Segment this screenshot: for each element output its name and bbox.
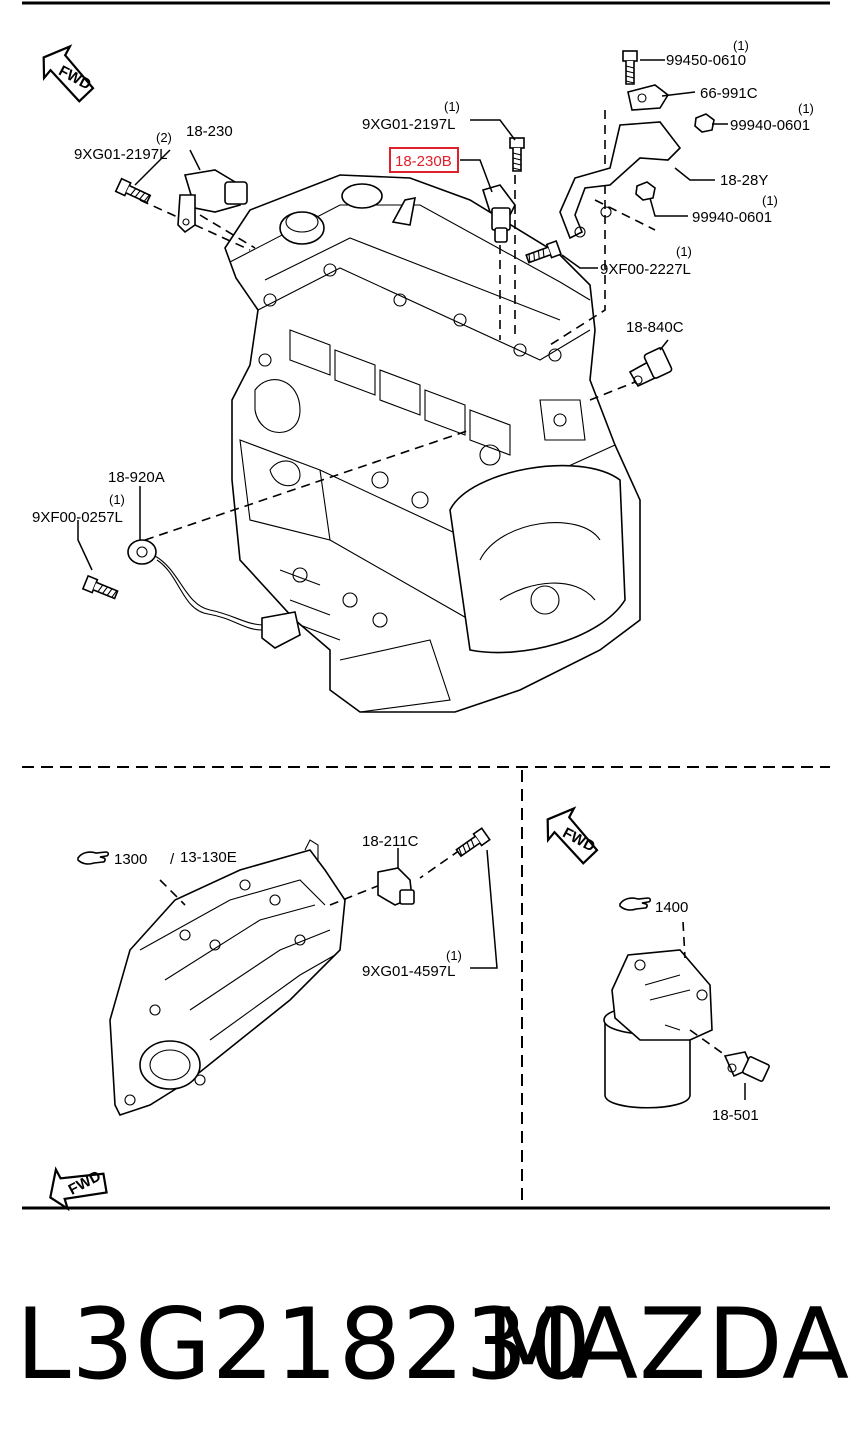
camshaft-sensor-18-230B <box>481 184 516 243</box>
callout-9XF00-2227L: 9XF00-2227L <box>600 261 691 278</box>
fwd-indicator-bottom-right: FWD <box>536 798 611 868</box>
highlight-box-18-230B <box>389 147 459 173</box>
ref-1400: 1400 <box>655 899 688 916</box>
leader-dashes-bottom-left <box>159 849 461 906</box>
nut-99940-0601-a <box>694 113 715 133</box>
bolt-9XG01-4597L <box>453 827 491 860</box>
nut-99940-0601-b <box>635 181 656 201</box>
intake-manifold <box>109 839 346 1116</box>
clamp-66-991C <box>627 84 670 111</box>
ref-slash: / <box>170 851 175 868</box>
leader-lines-bottom-left <box>397 848 498 969</box>
part-number: L3G218230 <box>16 1288 592 1402</box>
knock-sensor-18-920A <box>127 539 301 649</box>
leader-lines-top <box>77 59 728 571</box>
qty-9XG01-2197L-b: (2) <box>156 130 172 145</box>
bolt-9XG01-2197L-b <box>114 177 153 207</box>
callout-9XG01-4597L: 9XG01-4597L <box>362 963 455 980</box>
callout-99450-0610: 99450-0610 <box>666 52 746 69</box>
qty-99940-0601-b: (1) <box>762 193 778 208</box>
callout-18-230: 18-230 <box>186 123 233 140</box>
callout-9XG01-2197L-a: 9XG01-2197L <box>362 116 455 133</box>
ref-1300: 1300 <box>114 851 147 868</box>
callout-18-211C: 18-211C <box>362 833 419 850</box>
leader-dash-18-501 <box>689 1029 726 1056</box>
bracket-18-28Y <box>559 121 682 240</box>
bolt-9XG01-2197L-a <box>509 137 525 172</box>
ref-13-130E: 13-130E <box>180 849 237 866</box>
callout-18-230B: 18-230B <box>395 153 452 170</box>
qty-99450-0610: (1) <box>733 38 749 53</box>
brand-name: MAZDA <box>485 1288 850 1402</box>
bolt-9XF00-0257L <box>82 575 120 603</box>
callout-99940-0601-a: 99940-0601 <box>730 117 810 134</box>
sensor-18-501 <box>723 1051 770 1082</box>
sensor-18-211C <box>377 867 415 906</box>
fwd-indicator-top: FWD <box>32 36 107 106</box>
qty-9XF00-2227L: (1) <box>676 244 692 259</box>
switch-18-840C <box>628 347 673 388</box>
callouts-top: (1) 99450-0610 66-991C (1) 9XG01-2197L 1… <box>32 38 814 526</box>
callout-9XG01-2197L-b: 9XG01-2197L <box>74 146 167 163</box>
camshaft-sensor-18-230 <box>177 169 248 234</box>
callout-66-991C: 66-991C <box>700 85 758 102</box>
callout-18-920A: 18-920A <box>108 469 165 486</box>
callout-18-840C: 18-840C <box>626 319 684 336</box>
oil-filter-housing <box>603 949 713 1109</box>
qty-9XF00-0257L: (1) <box>109 492 125 507</box>
qty-99940-0601-a: (1) <box>798 101 814 116</box>
qty-9XG01-2197L-a: (1) <box>444 99 460 114</box>
footer: L3G218230 MAZDA <box>0 1285 864 1405</box>
bolt-99450-0610 <box>622 50 638 85</box>
leader-dash-1400 <box>682 921 686 959</box>
ref-hand-1400 <box>619 897 652 911</box>
callout-18-501: 18-501 <box>712 1107 759 1124</box>
callout-18-28Y: 18-28Y <box>720 172 768 189</box>
qty-9XG01-4597L: (1) <box>446 948 462 963</box>
ref-hand-1300 <box>77 851 110 865</box>
callout-9XF00-0257L: 9XF00-0257L <box>32 509 123 526</box>
callout-99940-0601-b: 99940-0601 <box>692 209 772 226</box>
